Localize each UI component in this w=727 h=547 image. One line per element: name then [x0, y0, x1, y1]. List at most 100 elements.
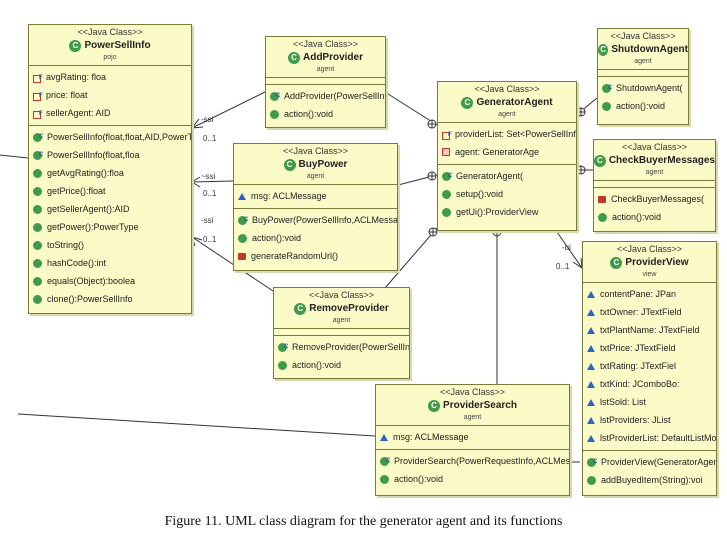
method-row: clone():PowerSellInfo — [29, 290, 191, 308]
package-label: agent — [332, 317, 351, 324]
constructor-icon — [602, 79, 612, 97]
methods-section: PowerSellInfo(float,float,AID,PowerTyp P… — [29, 126, 191, 311]
field-row: txtPlantName: JTextField — [583, 321, 716, 339]
method-row: getPower():PowerType — [29, 218, 191, 236]
class-icon: C — [594, 154, 606, 167]
arrowhead-buypower — [191, 176, 201, 188]
edge-generatoragent-providerview — [556, 231, 583, 269]
edge-label-ui: -ui — [562, 243, 571, 252]
method-row: PowerSellInfo(float,float,AID,PowerTyp — [29, 128, 191, 146]
class-icon: C — [69, 39, 82, 52]
protected-field-icon — [587, 380, 595, 388]
private-field-icon — [442, 148, 450, 156]
fields-section: msg: ACLMessage — [234, 185, 397, 209]
stereotype-label: <<Java Class>> — [282, 146, 349, 156]
method-row: getSellerAgent():AID — [29, 200, 191, 218]
fields-section — [598, 70, 688, 77]
field-row: contentPane: JPan — [583, 285, 716, 303]
methods-section: AddProvider(PowerSellInfo action():void — [266, 85, 385, 126]
stereotype-label: <<Java Class>> — [474, 84, 540, 94]
protected-field-icon — [380, 433, 388, 441]
fields-section: providerList: Set<PowerSellInfo agent: G… — [438, 123, 576, 165]
fields-section — [266, 78, 385, 85]
method-row: hashCode():int — [29, 254, 191, 272]
field-row: lstSold: List — [583, 393, 716, 411]
stereotype-label: <<Java Class>> — [621, 142, 688, 152]
private-constructor-icon — [598, 195, 606, 203]
method-row: action():void — [594, 208, 715, 226]
package-label: agent — [306, 173, 325, 180]
constructor-icon — [270, 87, 280, 105]
method-row: getUi():ProviderView — [438, 203, 576, 221]
field-row: avgRating: floa — [29, 68, 191, 86]
method-row: generateRandomUrl() — [234, 247, 397, 265]
arrowhead-removeprovider — [191, 236, 203, 247]
method-row: addBuyedItem(String):voi — [583, 471, 716, 489]
package-label: agent — [316, 66, 335, 73]
methods-section: RemoveProvider(PowerSellInfo action():vo… — [274, 336, 409, 377]
methods-section: GeneratorAgent( setup():void getUi():Pro… — [438, 165, 576, 224]
edge-label-ssi-addprovider: -ssi — [201, 115, 214, 124]
field-row: price: float — [29, 86, 191, 104]
stereotype-label: <<Java Class>> — [616, 244, 683, 254]
package-label: agent — [645, 169, 664, 176]
method-row: getPrice():float — [29, 182, 191, 200]
fields-section — [274, 329, 409, 336]
field-row: sellerAgent: AID — [29, 104, 191, 122]
private-method-icon — [238, 252, 246, 260]
public-method-icon — [33, 204, 42, 214]
field-row: providerList: Set<PowerSellInfo — [438, 125, 576, 143]
field-row: txtKind: JComboBo: — [583, 375, 716, 393]
method-row: ProviderView(GeneratorAgen — [583, 453, 716, 471]
public-method-icon — [33, 294, 42, 304]
field-row: msg: ACLMessage — [234, 187, 397, 205]
field-row: lstProviderList: DefaultListMode — [583, 429, 716, 447]
class-icon: C — [294, 302, 307, 315]
methods-section: CheckBuyerMessages( action():void — [594, 188, 715, 229]
edge-offscreen-providersearch — [17, 413, 376, 437]
public-method-icon — [238, 233, 247, 243]
protected-field-icon — [587, 362, 595, 370]
constructor-icon — [442, 167, 452, 185]
public-method-icon — [33, 240, 42, 250]
method-row: getAvgRating():floa — [29, 164, 191, 182]
protected-field-icon — [587, 344, 595, 352]
constructor-icon — [238, 211, 248, 229]
fields-section: msg: ACLMessage — [376, 426, 569, 450]
edge-left-offscreen — [0, 154, 29, 159]
public-method-icon — [33, 168, 42, 178]
method-row: GeneratorAgent( — [438, 167, 576, 185]
private-final-field-icon — [33, 69, 43, 86]
stereotype-label: <<Java Class>> — [610, 31, 676, 41]
stereotype-label: <<Java Class>> — [308, 290, 375, 300]
protected-field-icon — [587, 308, 595, 316]
public-method-icon — [270, 109, 279, 119]
edge-mult-removeprovider: 0..1 — [203, 235, 217, 244]
constructor-icon — [278, 338, 288, 356]
edge-removeprovider-generatoragent — [384, 227, 438, 289]
edge-mult-buypower: 0..1 — [203, 189, 217, 198]
stereotype-label: <<Java Class>> — [77, 27, 143, 37]
method-row: AddProvider(PowerSellInfo — [266, 87, 385, 105]
package-label: agent — [634, 58, 652, 65]
